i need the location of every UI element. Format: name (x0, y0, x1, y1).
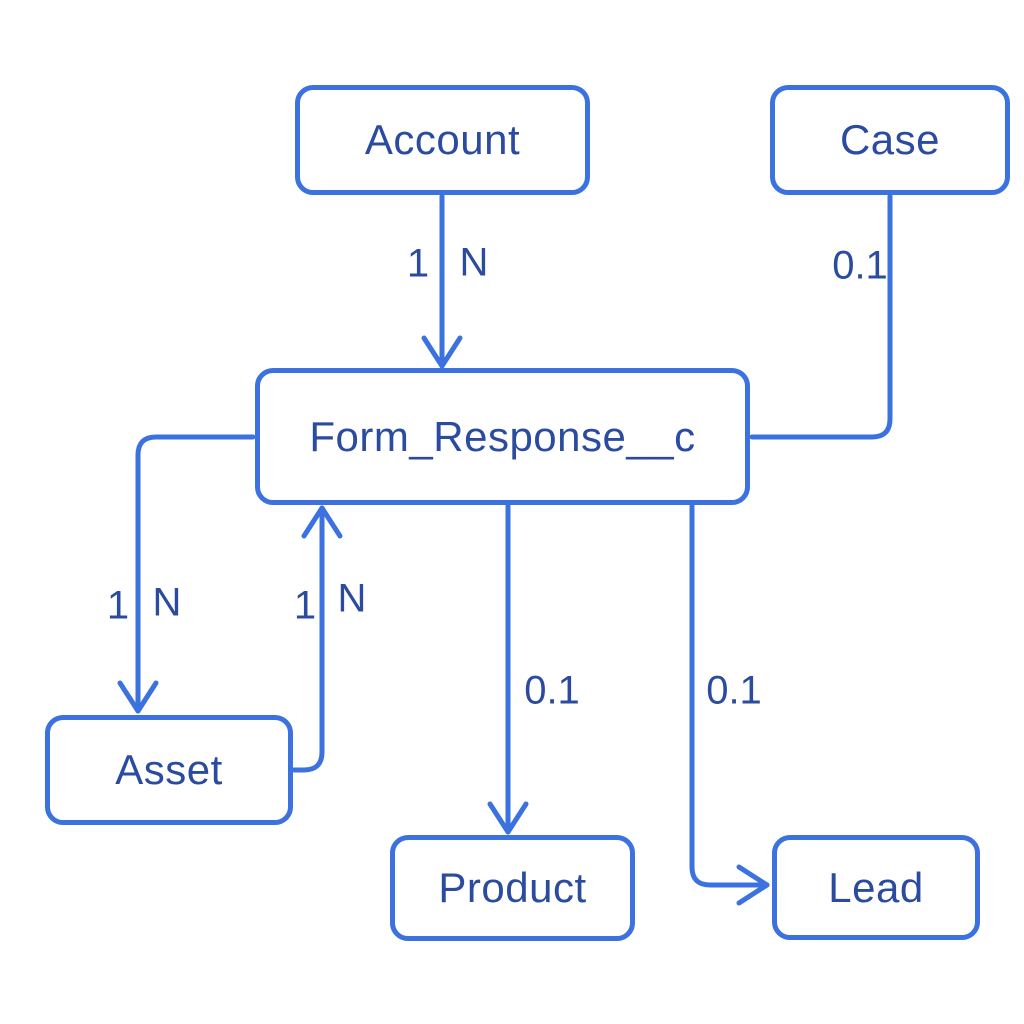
edge-case-to-form (749, 193, 893, 440)
edge-form-lead-cardinality: 0.1 (706, 668, 762, 713)
edge-form-to-asset (117, 434, 256, 714)
edge-account-form-cardinality-right: N (459, 240, 489, 285)
edge-line (291, 505, 325, 773)
node-case-label: Case (839, 116, 941, 163)
node-form-response: Form_Response__c (255, 368, 750, 505)
node-product-label: Product (438, 864, 587, 911)
edge-line (689, 503, 770, 888)
edge-form-to-lead (689, 503, 770, 906)
edge-case-form-cardinality: 0.1 (832, 243, 888, 288)
node-case: Case (770, 85, 1010, 195)
edge-form-product-cardinality: 0.1 (524, 668, 580, 713)
node-form-response-label: Form_Response__c (309, 412, 696, 460)
edge-asset-form-cardinality-right: N (337, 576, 367, 621)
edge-account-to-form (421, 193, 463, 369)
edge-asset-form-cardinality-left: 1 (293, 583, 317, 628)
edge-asset-to-form (291, 505, 343, 773)
edge-line (749, 193, 893, 440)
node-lead: Lead (772, 835, 980, 940)
node-product: Product (390, 835, 635, 941)
edge-form-asset-cardinality-left: 1 (106, 583, 130, 628)
arrowhead-icon (487, 801, 529, 835)
edge-form-to-product (487, 503, 529, 835)
arrowhead-icon (421, 335, 463, 369)
arrowhead-icon (301, 505, 343, 539)
node-asset: Asset (45, 715, 293, 825)
node-lead-label: Lead (828, 863, 924, 911)
node-asset-label: Asset (115, 746, 223, 793)
node-account: Account (295, 85, 590, 195)
arrowhead-icon (117, 680, 159, 714)
edge-account-form-cardinality-left: 1 (406, 241, 430, 286)
edge-line (135, 434, 256, 714)
node-account-label: Account (364, 116, 521, 163)
arrowhead-icon (736, 864, 770, 906)
edge-form-asset-cardinality-right: N (152, 580, 182, 625)
